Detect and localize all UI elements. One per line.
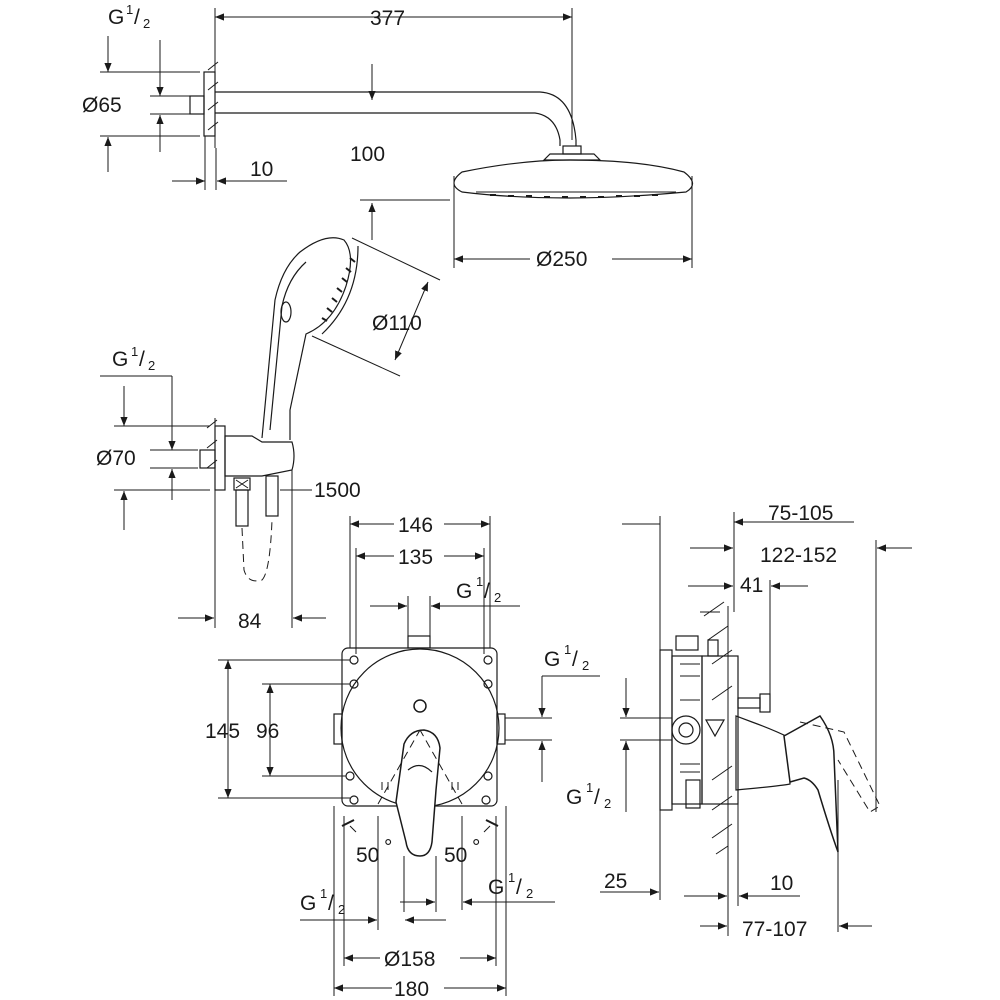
mixer-side-view: 75-105 122-152 41 25 10 77-107 G — [566, 502, 912, 941]
svg-text:/: / — [594, 786, 600, 809]
dim-hand-shower-diameter: Ø110 — [372, 312, 422, 335]
dim-head-diameter: Ø250 — [536, 248, 587, 271]
dim-flange-depth: 10 — [250, 158, 273, 181]
svg-text:/: / — [484, 580, 490, 603]
dim-lever-projection: 77-107 — [742, 918, 807, 941]
thread-label-right: G 1 / 2 — [544, 642, 589, 673]
shower-arm-assembly: 377 100 10 Ø65 G 1 / 2 Ø250 — [82, 2, 694, 271]
rotation-right-degree: ° — [472, 836, 480, 859]
svg-text:1: 1 — [476, 574, 483, 589]
svg-text:/: / — [572, 648, 578, 671]
svg-text:/: / — [139, 348, 145, 371]
thread-label-bottom-right: G 1 / 2 — [488, 870, 533, 901]
dim-arm-projection: 100 — [350, 143, 385, 166]
svg-text:G: G — [456, 580, 472, 603]
dim-install-depth-range: 122-152 — [760, 544, 837, 567]
rotation-left-degree: ° — [384, 836, 392, 859]
dim-box-width-outer: 146 — [398, 514, 433, 537]
rotation-right-value: 50 — [444, 844, 467, 867]
svg-text:G: G — [108, 6, 124, 29]
svg-text:2: 2 — [338, 902, 345, 917]
thread-label-top: G 1 / 2 — [456, 574, 501, 605]
svg-text:/: / — [516, 876, 522, 899]
thread-label-holder: G 1 / 2 — [112, 344, 155, 373]
thread-label-arm: G 1 / 2 — [108, 2, 150, 31]
svg-text:1: 1 — [564, 642, 571, 657]
svg-text:2: 2 — [604, 796, 611, 811]
dim-box-height: 145 — [205, 720, 240, 743]
dim-flange-diameter: Ø65 — [82, 94, 122, 117]
svg-text:2: 2 — [143, 16, 150, 31]
svg-text:G: G — [488, 876, 504, 899]
svg-text:1: 1 — [320, 886, 327, 901]
svg-text:2: 2 — [526, 886, 533, 901]
svg-text:1: 1 — [126, 2, 133, 17]
dim-box-inner-height: 96 — [256, 720, 279, 743]
svg-text:2: 2 — [148, 358, 155, 373]
dim-holder-projection: 84 — [238, 610, 262, 633]
dim-holder-diameter: Ø70 — [96, 447, 136, 470]
svg-text:1: 1 — [131, 344, 138, 359]
hand-nozzle-row — [321, 257, 356, 322]
dim-plate-diameter: Ø158 — [384, 948, 435, 971]
dim-wall-offset: 25 — [604, 870, 627, 893]
svg-text:G: G — [112, 348, 128, 371]
dim-plate-width: 180 — [394, 978, 429, 1000]
svg-text:1: 1 — [586, 780, 593, 795]
svg-text:1: 1 — [508, 870, 515, 885]
dim-plate-depth: 10 — [770, 872, 793, 895]
dim-arm-length: 377 — [370, 7, 405, 30]
hand-shower-assembly: Ø110 1500 84 Ø70 — [96, 237, 441, 633]
nozzle-row — [490, 194, 658, 198]
svg-text:/: / — [134, 6, 140, 29]
svg-text:2: 2 — [582, 658, 589, 673]
svg-text:G: G — [566, 786, 582, 809]
dim-box-width-inner: 135 — [398, 546, 433, 569]
thread-label-bottom-left: G 1 / 2 — [300, 886, 345, 917]
dim-hose-length: 1500 — [314, 479, 361, 502]
dim-wall-depth-range: 75-105 — [768, 502, 833, 525]
dim-stem-offset: 41 — [740, 574, 763, 597]
svg-text:/: / — [328, 892, 334, 915]
svg-text:2: 2 — [494, 590, 501, 605]
rotation-left-value: 50 — [356, 844, 379, 867]
svg-text:G: G — [544, 648, 560, 671]
thread-label-side: G 1 / 2 — [566, 780, 611, 811]
svg-text:G: G — [300, 892, 316, 915]
mixer-front-view: 50 ° 50 ° 146 135 G 1 / 2 145 — [205, 510, 600, 1000]
